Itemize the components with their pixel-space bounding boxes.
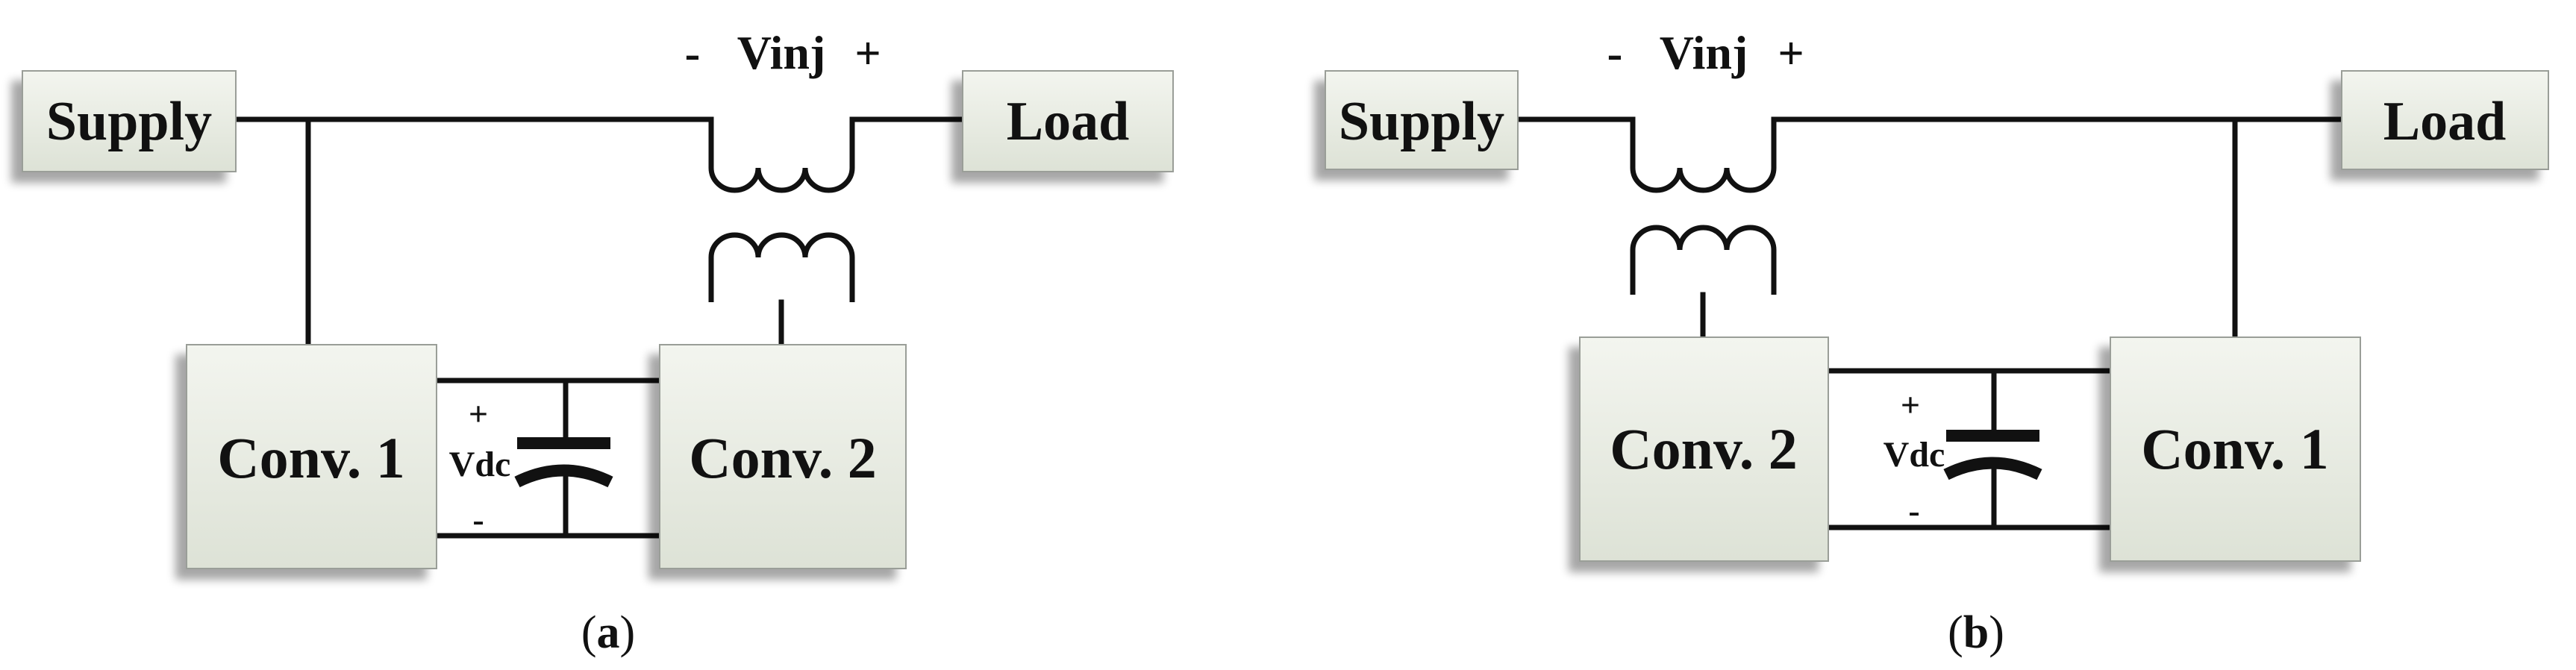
panel-b-blocks: [1325, 70, 2549, 562]
panel-b-vdc-label: Vdc: [1883, 435, 1945, 475]
panel-a-vinj-label: Vinj: [737, 26, 826, 79]
panel-b-conv1-label: Conv. 1: [2141, 416, 2328, 481]
panel-b-primary-winding: [1630, 119, 1777, 193]
panel-a-load-label: Load: [1007, 91, 1130, 152]
panel-b-vinj-minus: -: [1607, 28, 1623, 79]
panel-a-vdc-plus: +: [469, 395, 488, 433]
panel-a-secondary-winding: [708, 232, 855, 302]
panel-b-series-transformer: [1630, 119, 1777, 295]
panel-b-vdc-plus: +: [1901, 386, 1920, 424]
panel-a-vdc-minus: -: [472, 501, 484, 539]
panel-a-caption: (a): [581, 607, 635, 658]
panel-b: Supply Load Conv. 2 Conv. 1 - Vinj + + V…: [1325, 26, 2549, 658]
panel-b-caption-open: (: [1948, 607, 1963, 658]
panel-a-conv2-label: Conv. 2: [689, 425, 876, 490]
panel-b-wires: [1515, 116, 2345, 530]
panel-b-vdc-minus: -: [1908, 492, 1919, 530]
panel-a-supply-box: [22, 70, 237, 172]
panel-b-supply-box: [1325, 70, 1519, 170]
panel-a-vinj-minus: -: [685, 28, 701, 79]
panel-a-primary-winding: [708, 119, 855, 193]
panel-b-conv1-box: [2110, 336, 2361, 562]
panel-b-cap-plate-bottom: [1943, 457, 2042, 480]
panel-b-caption-close: ): [1989, 607, 2004, 658]
panel-a-load-box: [962, 70, 1174, 172]
panel-a-conv1-box: [186, 344, 437, 569]
panel-b-load-box: [2341, 70, 2549, 170]
panel-b-caption-letter: b: [1963, 607, 1989, 658]
panel-a-conv1-label: Conv. 1: [217, 425, 404, 490]
panel-b-conv2-label: Conv. 2: [1610, 416, 1797, 481]
panel-b-vinj-label: Vinj: [1660, 26, 1748, 79]
panel-a-vdc-label: Vdc: [449, 445, 511, 484]
panel-b-secondary-winding: [1630, 225, 1777, 295]
panel-b-load-label: Load: [2383, 91, 2507, 152]
panel-a-supply-label: Supply: [46, 91, 212, 152]
panel-b-vinj-plus: +: [1778, 28, 1804, 79]
panel-a-wires: [233, 116, 966, 539]
panel-b-dc-capacitor: [1943, 430, 2042, 480]
panel-a-conv2-box: [659, 344, 907, 569]
panel-a-series-transformer: [708, 119, 855, 302]
panel-a: Supply Load Conv. 1 Conv. 2 - Vinj + + V…: [22, 26, 1174, 658]
panel-a-caption-letter: a: [597, 607, 620, 658]
panel-b-conv2-box: [1579, 336, 1829, 562]
panel-a-cap-plate-bottom: [514, 464, 613, 488]
panel-a-dc-capacitor: [514, 437, 613, 488]
panel-a-vinj-plus: +: [854, 28, 881, 79]
panel-a-blocks: [22, 70, 1174, 569]
panel-b-caption: (b): [1948, 607, 2004, 658]
panel-a-caption-close: ): [620, 607, 636, 658]
panel-a-caption-open: (: [581, 607, 597, 658]
panel-b-supply-label: Supply: [1339, 91, 1504, 152]
